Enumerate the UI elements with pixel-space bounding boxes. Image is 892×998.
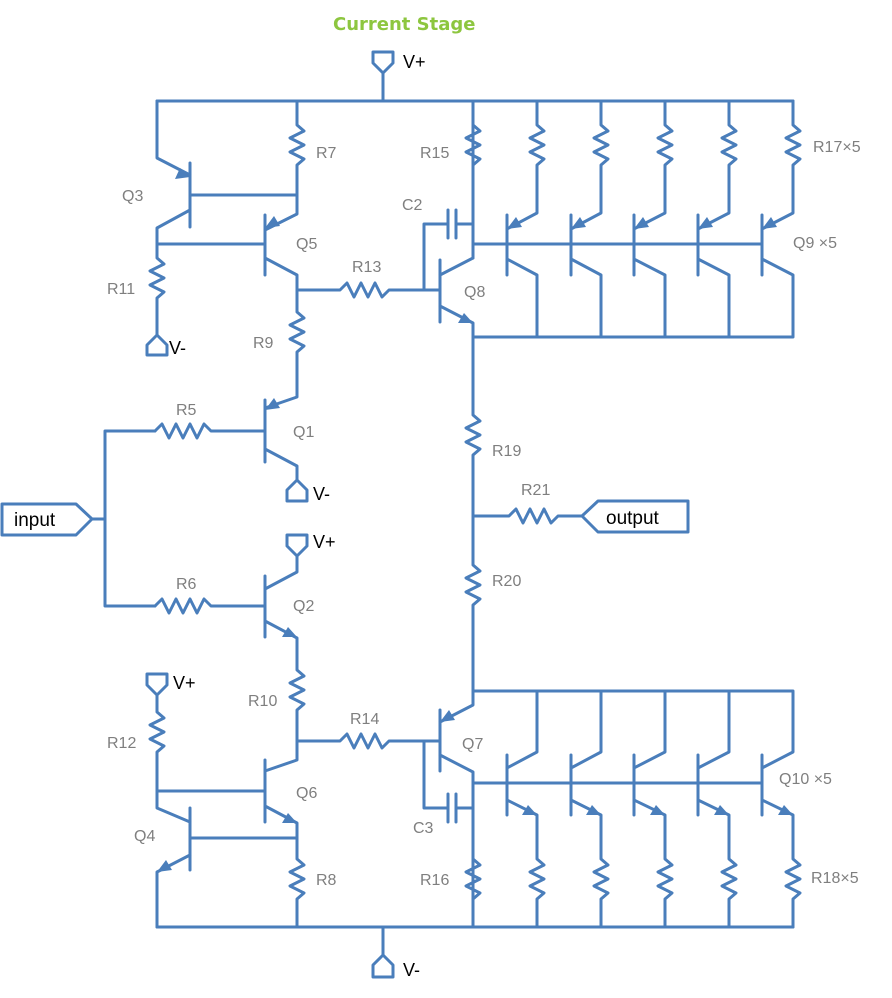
vplus-top-label: V+ [403, 52, 426, 72]
r10-resistor [263, 646, 306, 773]
r12-label: R12 [107, 735, 136, 752]
c2-capacitor [422, 208, 475, 292]
q6-emitter-arrow [282, 813, 297, 823]
vplus-r12-terminal [145, 672, 169, 697]
r6-label: R6 [176, 576, 197, 593]
r14-label: R14 [350, 711, 379, 728]
c3-label: C3 [413, 820, 434, 837]
input-port[interactable] [0, 502, 94, 537]
r16-label: R16 [420, 872, 449, 889]
q3-collector-wire [155, 99, 192, 177]
vplus-q2-label: V+ [313, 532, 336, 552]
r5-label: R5 [176, 402, 197, 419]
q8-label: Q8 [464, 284, 485, 301]
q4-emitter-arrow [157, 860, 172, 872]
q9-transistor-bank [505, 213, 795, 339]
r15-label: R15 [420, 145, 449, 162]
q5-transistor [155, 213, 299, 292]
q8-emitter-arrow [458, 313, 473, 323]
q2-emitter-arrow [282, 627, 297, 637]
r9-label: R9 [253, 335, 274, 352]
vminus-bottom-label: V- [403, 960, 420, 980]
r13-label: R13 [352, 259, 381, 276]
output-port-label: output [606, 508, 660, 529]
q9-collector-bus [471, 285, 795, 339]
vminus-bottom-terminal [371, 925, 395, 979]
r18-resistor-bank [528, 848, 802, 929]
vminus-r11-terminal [145, 333, 169, 357]
vminus-q1-label: V- [313, 484, 330, 504]
q7-label: Q7 [462, 736, 483, 753]
vplus-q2-terminal [285, 533, 309, 558]
diagram-title: Current Stage [333, 14, 475, 35]
r19-label: R19 [492, 443, 521, 460]
vminus-r11-label: V- [169, 338, 186, 358]
r14-resistor [295, 732, 442, 750]
q1-emitter-arrow [265, 398, 280, 410]
r7-label: R7 [316, 145, 337, 162]
r20-label: R20 [492, 573, 521, 590]
q2-label: Q2 [293, 598, 314, 615]
r10-label: R10 [248, 693, 277, 710]
r21-label: R21 [521, 482, 550, 499]
vminus-q1-terminal [285, 478, 309, 503]
r17-label: R17×5 [813, 139, 861, 156]
r13-resistor [295, 281, 442, 299]
r8-label: R8 [316, 872, 337, 889]
vplus-r12-label: V+ [173, 673, 196, 693]
q2-transistor [263, 554, 299, 650]
q9-label: Q9 ×5 [793, 235, 837, 252]
r18-label: R18×5 [811, 870, 859, 887]
q1-label: Q1 [293, 424, 314, 441]
q7-emitter-arrow [440, 710, 455, 722]
r7-resistor [263, 99, 306, 232]
r20-resistor [464, 553, 482, 693]
q4-transistor [155, 806, 299, 929]
r19-resistor [464, 335, 482, 557]
r9-resistor [263, 288, 306, 410]
r17-resistor-bank [505, 99, 802, 231]
r11-resistor [148, 242, 166, 337]
q6-label: Q6 [296, 785, 317, 802]
input-node-wire [90, 429, 157, 608]
c3-capacitor [422, 739, 475, 824]
q4-label: Q4 [134, 828, 155, 845]
q10-transistor-bank [505, 689, 795, 852]
r6-resistor [153, 597, 267, 615]
q10-collector-bus [471, 689, 795, 739]
r8-resistor [288, 848, 306, 929]
q1-transistor [263, 398, 299, 482]
r21-resistor [471, 507, 584, 525]
r16-resistor [464, 848, 482, 901]
q3-label: Q3 [122, 188, 143, 205]
q5-emitter-arrow [265, 216, 280, 228]
vplus-top-terminal [371, 50, 395, 103]
q3-emitter-arrow [175, 168, 190, 179]
output-port[interactable] [580, 499, 690, 534]
r5-resistor [153, 422, 267, 440]
c2-label: C2 [402, 197, 423, 214]
q5-label: Q5 [296, 236, 317, 253]
q10-label: Q10 ×5 [779, 771, 832, 788]
r12-resistor [148, 693, 192, 824]
input-port-label: input [14, 510, 56, 531]
r11-label: R11 [107, 281, 135, 298]
r15-resistor [464, 99, 482, 260]
